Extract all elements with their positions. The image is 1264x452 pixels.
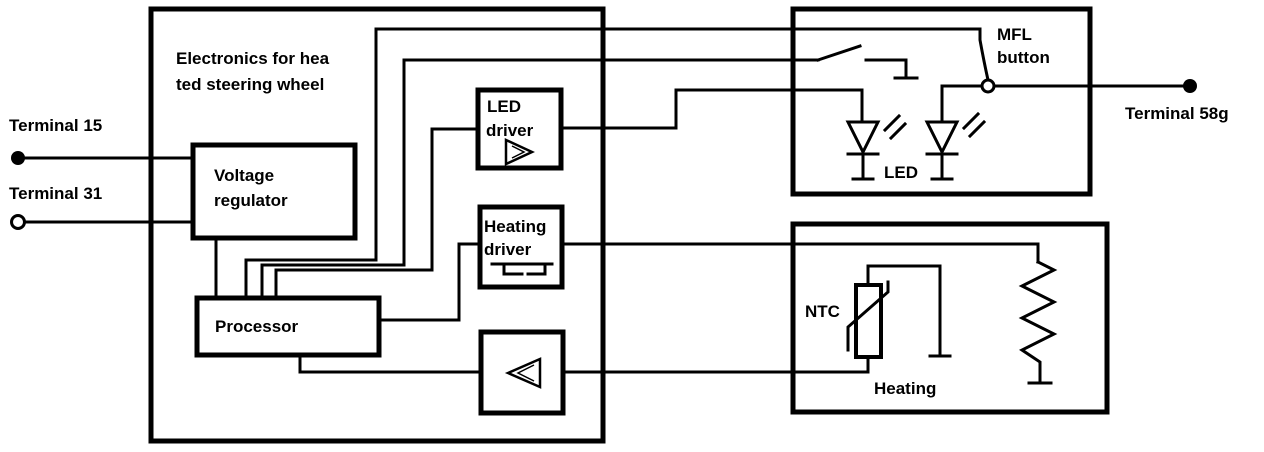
- heating-resistor-zigzag: [1018, 259, 1058, 384]
- switch-led-box: [790, 6, 1093, 197]
- wire-mfl-node-led2: [940, 84, 984, 122]
- wire-processor-amplifier: [298, 353, 483, 374]
- heating-label: Heating: [874, 379, 936, 398]
- amplifier-block: [478, 329, 566, 416]
- voltage-regulator-block: [190, 142, 358, 241]
- terminal-58g-label: Terminal 58g: [1125, 104, 1229, 123]
- ntc-symbol: [846, 264, 952, 359]
- wire-heating-driver-out: [560, 242, 1040, 264]
- led-1-symbol: [845, 113, 908, 181]
- heating-driver-label-line1: Heating: [484, 217, 546, 236]
- mfl-label-line1: MFL: [997, 25, 1032, 44]
- wire-processor-mfl-button: [244, 27, 990, 300]
- processor-label: Processor: [215, 317, 299, 336]
- terminal-31-label: Terminal 31: [9, 184, 102, 203]
- led-driver-triangle-icon: [504, 138, 535, 166]
- wire-amplifier-ntc: [561, 356, 870, 374]
- processor-block: [194, 295, 382, 358]
- terminal-31-connector: [10, 214, 26, 230]
- ntc-label: NTC: [805, 302, 840, 321]
- led-label: LED: [884, 163, 918, 182]
- electronics-title-line1: Electronics for hea: [176, 49, 330, 68]
- led-2-symbol: [924, 111, 987, 181]
- heating-driver-label-line2: driver: [484, 240, 532, 259]
- mfl-switch-contact: [816, 44, 862, 62]
- heating-box: [790, 221, 1110, 415]
- mfl-label-line2: button: [997, 48, 1050, 67]
- wire-led-driver-out: [559, 88, 864, 130]
- heating-driver-block: [477, 204, 565, 290]
- voltage-regulator-label-line1: Voltage: [214, 166, 274, 185]
- wire-processor-led-driver: [274, 127, 480, 300]
- mfl-button-node: [980, 78, 996, 94]
- terminal-15-label: Terminal 15: [9, 116, 102, 135]
- electronics-box: [148, 6, 606, 444]
- amplifier-triangle-icon: [504, 357, 542, 389]
- mfl-switch-ground: [864, 58, 908, 80]
- wire-processor-switch: [260, 58, 820, 300]
- heating-driver-transistor-icon: [490, 262, 554, 276]
- led-driver-label-line1: LED: [487, 97, 521, 116]
- electronics-title-line2: ted steering wheel: [176, 75, 324, 94]
- voltage-regulator-label-line2: regulator: [214, 191, 288, 210]
- led-driver-label-line2: driver: [486, 121, 534, 140]
- wire-processor-heating-driver: [377, 242, 482, 322]
